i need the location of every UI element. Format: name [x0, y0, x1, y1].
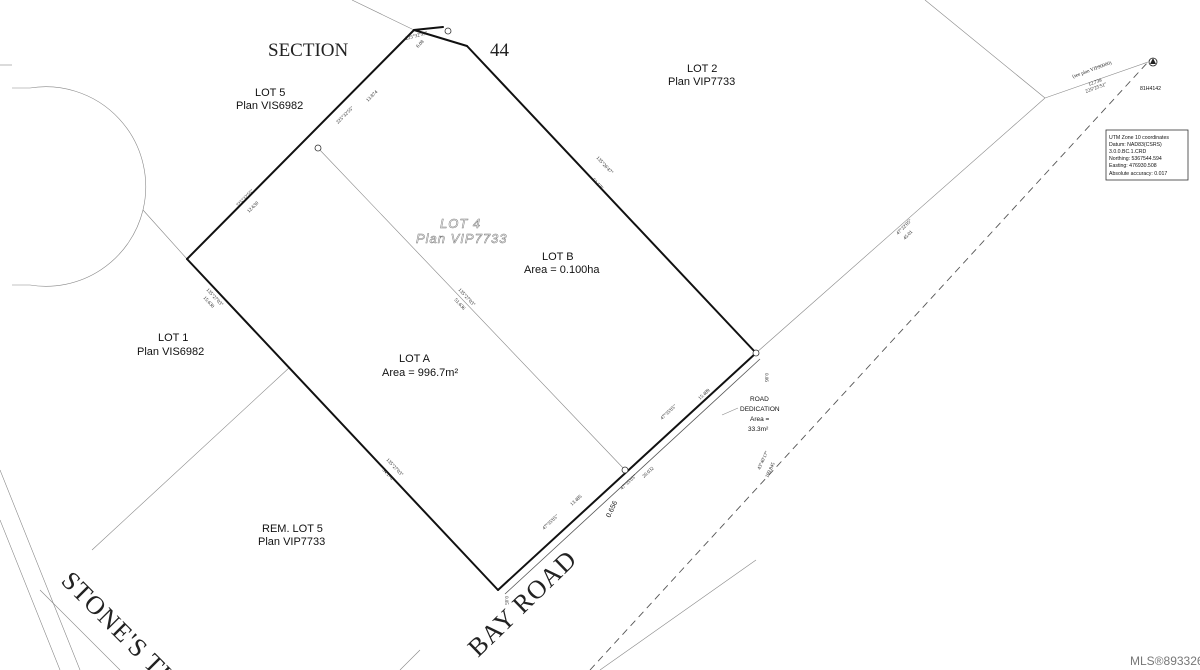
road-dedication-line	[504, 358, 761, 595]
pin-east-corner	[752, 349, 760, 357]
pin-mid-left	[314, 144, 322, 152]
lot-a-b-division	[317, 147, 626, 471]
dim-dash-distance: 109.845	[765, 462, 777, 479]
bay-road-line-2	[599, 559, 757, 670]
stones-road-line-0	[0, 519, 61, 670]
lot2-line-right	[924, 0, 1046, 99]
dim-dash-bearing: 43°40'17"	[757, 451, 770, 471]
lotA-name: LOT A	[399, 353, 431, 365]
section-number: 44	[490, 40, 510, 61]
lot1-name: LOT 1	[158, 332, 188, 344]
cul-de-sac-line	[142, 209, 188, 260]
utm-line2: Datum: NAD83(CSRS)	[1109, 142, 1162, 148]
stones-road-label: STONE'S TH	[56, 566, 185, 670]
road-dedication-line4: 33.3m²	[748, 426, 769, 433]
dim-left-top-distance: 12.630	[247, 201, 261, 215]
utm-line5: Easting: 476930.508	[1109, 163, 1157, 169]
dim-road-distance-a: 13.485	[570, 494, 584, 507]
road-dedication-line1: ROAD	[750, 396, 769, 403]
dim-corner-b: 0.06	[763, 373, 768, 382]
road-dedication-label: ROAD DEDICATION Area = 33.3m²	[721, 396, 780, 433]
lot2-line-top	[1044, 61, 1149, 99]
lot4-old-plan: Plan VIP7733	[416, 231, 508, 246]
dim-small-0656: 0.656	[605, 500, 619, 519]
dim-top-bearing: 225°32'55"	[405, 31, 428, 42]
utm-line4: Northing: 5367544.594	[1109, 156, 1162, 162]
dim-road-bearing-3: 47°35'05"	[542, 514, 560, 531]
dim-east-distance: 45.01	[903, 230, 915, 242]
pin-top	[444, 27, 452, 35]
stones-road-line-2	[39, 589, 121, 670]
bay-road-line	[399, 649, 421, 670]
south-west-boundary	[186, 258, 499, 591]
cul-de-sac-arc	[29, 86, 147, 287]
monument-triangle-icon	[1150, 58, 1156, 64]
rem-lot5-plan: Plan VIP7733	[258, 536, 325, 548]
rem-lot5-name: REM. LOT 5	[262, 523, 323, 535]
dim-road-distance-b: 26.032	[642, 466, 656, 479]
stones-road-line-1	[0, 469, 81, 670]
utm-line3: 3.0.0.BC.1.CRD	[1109, 149, 1146, 155]
bay-road-label: BAY ROAD	[462, 544, 583, 662]
lotB-name: LOT B	[542, 251, 574, 263]
lot4-old-name: LOT 4	[440, 216, 481, 231]
rem-lot5-line	[91, 366, 291, 551]
monument-id: 81H4142	[1140, 86, 1161, 92]
lot-boundaries	[186, 26, 761, 595]
north-west-boundary	[186, 26, 444, 260]
lot2-name: LOT 2	[687, 63, 717, 75]
dim-road-bearing-1: 47°35'05"	[660, 404, 678, 421]
lotB-area: Area = 0.100ha	[524, 264, 600, 276]
dimension-annotations: 225°32'55" 6.08 225°32'55" 13.874 225°32…	[202, 31, 915, 605]
dim-left-low-distance: 34.178	[381, 468, 394, 482]
utm-line6: Absolute accuracy: 0.017	[1109, 171, 1167, 177]
north-east-boundary	[466, 45, 757, 354]
dim-right-bearing: 135°26'47"	[595, 156, 614, 176]
lot5-plan: Plan VIS6982	[236, 100, 303, 112]
section-label: SECTION	[268, 40, 349, 61]
reference-annotations: (see plan VIP90000) 12.739 225°25'51"	[1072, 61, 1113, 95]
pin-mid-road	[621, 466, 629, 474]
top-boundary	[413, 29, 468, 47]
road-dedication-line2: DEDICATION	[740, 406, 780, 413]
utm-line1: UTM Zone 10 coordinates	[1109, 135, 1169, 141]
mls-watermark: MLS®893326	[1130, 654, 1200, 668]
lotA-area: Area = 996.7m²	[382, 367, 458, 379]
road-dedication-leader	[721, 407, 739, 416]
road-dedication-line3: Area =	[750, 416, 770, 423]
dashed-reference-line	[589, 61, 1149, 670]
lot5-name: LOT 5	[255, 87, 285, 99]
dim-lot5-bearing: 225°32'55"	[336, 106, 355, 125]
section-line-top	[351, 0, 415, 31]
dim-center-distance: 51.636	[453, 298, 466, 312]
dim-top-small: 6.08	[416, 39, 426, 49]
dim-lot5-distance: 13.874	[366, 90, 380, 104]
lot1-plan: Plan VIS6982	[137, 346, 204, 358]
background-lines	[0, 0, 1149, 670]
dim-corner-a: 0.05	[503, 596, 508, 605]
utm-coordinates-box: UTM Zone 10 coordinates Datum: NAD83(CSR…	[1105, 129, 1189, 181]
ref-plan: (see plan VIP90000)	[1072, 61, 1113, 80]
survey-pins	[314, 27, 1158, 474]
lot2-plan: Plan VIP7733	[668, 76, 735, 88]
lot2-east-line	[755, 97, 1046, 354]
ref-distance: 12.739	[1088, 78, 1103, 88]
